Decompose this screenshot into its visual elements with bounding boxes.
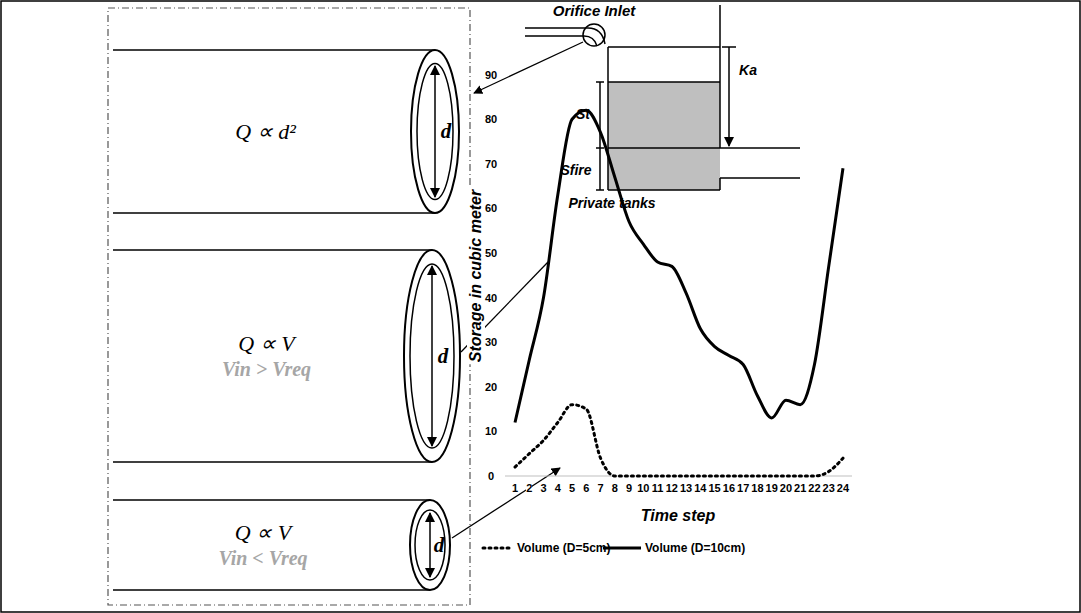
pipe-large [113,250,460,462]
diameter-label: d [441,119,452,144]
axis-tick: 15 [709,482,721,494]
storage-label: Sfire [560,162,591,178]
axis-tick: 40 [485,292,497,304]
diameter-label: d [434,533,445,558]
legend-text: Volume (D=10cm) [645,541,745,555]
axis-tick: 19 [766,482,778,494]
axis-tick: 5 [569,482,575,494]
axis-tick: 11 [652,482,664,494]
axis-tick: 14 [694,482,706,494]
axis-tick: 2 [526,482,532,494]
axis-tick: 20 [780,482,792,494]
chart-series [515,110,843,476]
pipe-section: Q ∝ VVin < Vreq d [113,502,453,588]
leader-arrow [452,468,560,538]
flow-relation: Q ∝ d² [235,118,295,145]
axis-tick: 80 [485,113,497,125]
axis-tick: 23 [823,482,835,494]
pipe-section: Q ∝ VVin > Vreq d [113,252,460,460]
axis-tick: 4 [555,482,561,494]
orifice-circle [583,24,605,46]
tank-caption: Private tanks [568,195,655,211]
flow-relation: Q ∝ V [235,519,291,546]
axis-title: Time step [639,507,717,525]
axis-tick: 7 [597,482,603,494]
series-d5 [515,405,843,476]
private-tank [525,5,800,190]
axis-tick: 60 [485,202,497,214]
axis-tick: 50 [485,247,497,259]
axis-tick: 0 [488,470,494,482]
axis-tick: 13 [680,482,692,494]
pipe-small [113,500,450,590]
inlet-label: Orifice Inlet [553,2,636,19]
axis-tick: 10 [485,425,497,437]
diameter-label: d [438,344,449,369]
axis-tick: 22 [808,482,820,494]
pipe-section: Q ∝ d² d [113,52,458,211]
flow-relation: Q ∝ V [238,330,294,357]
axis-title: Storage in cubic meter [467,188,485,365]
axis-tick: 20 [485,381,497,393]
dashed-group-box [108,8,470,605]
axis-tick: 10 [637,482,649,494]
axis-tick: 24 [837,482,849,494]
legend-entry: Volume (D=10cm) [645,541,745,555]
pipe-small-flow [113,50,459,213]
axis-tick: 12 [666,482,678,494]
orifice-outline [582,23,606,47]
height-label: Ka [739,62,757,78]
axis-tick: 17 [737,482,749,494]
legend-text: Volume (D=5cm) [517,541,610,555]
legend-sample-dotted [483,547,513,550]
axis-tick: 16 [723,482,735,494]
axis-tick: 21 [794,482,806,494]
series-d10 [515,110,843,422]
orifice-circle: Orifice Inlet [582,23,606,47]
axis-tick: 18 [751,482,763,494]
axis-tick: 3 [540,482,546,494]
legend-entry: Volume (D=5cm) [517,541,610,555]
velocity-condition: Vin > Vreq [222,357,311,382]
storage-label: St [576,106,590,122]
axis-tick: 70 [485,158,497,170]
axis-tick: 9 [626,482,632,494]
zoom-arrow [474,42,583,93]
axis-tick: 8 [612,482,618,494]
axis-tick: 30 [485,336,497,348]
axis-tick: 6 [583,482,589,494]
axis-tick: 90 [485,69,497,81]
axis-tick: 1 [512,482,518,494]
velocity-condition: Vin < Vreq [218,546,307,571]
